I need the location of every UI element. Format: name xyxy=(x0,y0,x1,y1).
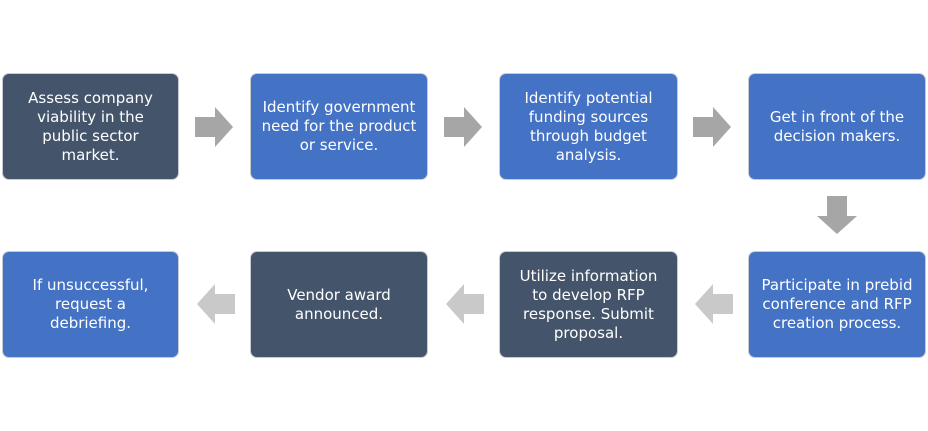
step-2-box: Identify government need for the product… xyxy=(250,73,428,180)
step-2-text: Identify government need for the product… xyxy=(261,98,417,154)
right-arrow-icon-2 xyxy=(444,107,482,147)
step-4-text: Get in front of the decision makers. xyxy=(769,107,905,145)
step-1-text: Assess company viability in the public s… xyxy=(28,88,153,164)
right-arrow-icon-1 xyxy=(195,107,233,147)
step-7-text: Vendor award announced. xyxy=(287,285,391,323)
step-5-text: Participate in prebid conference and RFP… xyxy=(761,276,913,332)
step-6-box: Utilize information to develop RFP respo… xyxy=(499,251,678,358)
step-8-text: If unsuccessful, request a debriefing. xyxy=(32,276,149,332)
step-5-box: Participate in prebid conference and RFP… xyxy=(748,251,926,358)
left-arrow-icon-3 xyxy=(197,284,235,324)
step-6-text: Utilize information to develop RFP respo… xyxy=(519,266,658,342)
step-4-box: Get in front of the decision makers. xyxy=(748,73,926,180)
step-3-box: Identify potential funding sources throu… xyxy=(499,73,678,180)
left-arrow-icon-1 xyxy=(695,284,733,324)
step-7-box: Vendor award announced. xyxy=(250,251,428,358)
right-arrow-icon-3 xyxy=(693,107,731,147)
step-8-box: If unsuccessful, request a debriefing. xyxy=(2,251,179,358)
step-3-text: Identify potential funding sources throu… xyxy=(524,88,653,164)
step-1-box: Assess company viability in the public s… xyxy=(2,73,179,180)
left-arrow-icon-2 xyxy=(446,284,484,324)
down-arrow-icon xyxy=(817,196,857,234)
